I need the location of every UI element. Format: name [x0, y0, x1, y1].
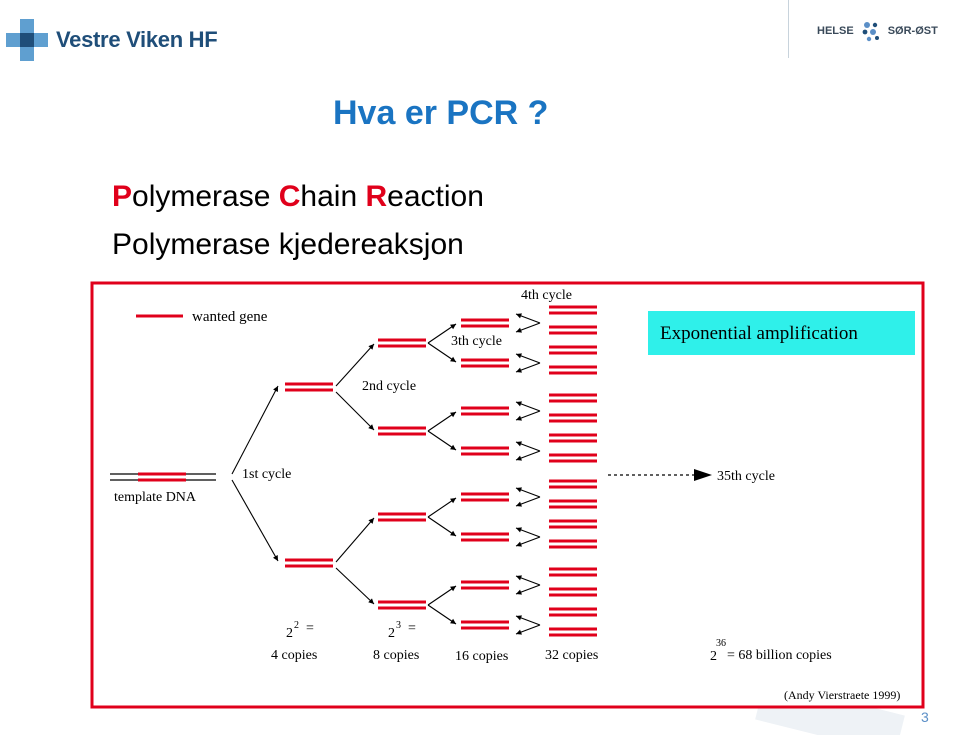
dots-logo-icon: [862, 22, 879, 42]
count-2-copies: 8 copies: [373, 648, 419, 663]
branch-arrow-icon: [516, 367, 522, 373]
subtitle-initial: P: [112, 180, 133, 213]
branch-line: [427, 323, 457, 344]
slide-title: Hva er PCR ?: [333, 94, 549, 132]
count-4-copies: 32 copies: [545, 648, 598, 663]
header-divider: [788, 0, 789, 58]
page-number: 3: [921, 709, 929, 725]
branch-line: [231, 385, 279, 475]
count-1-exp: 2: [294, 620, 299, 631]
branch-arrow-icon: [450, 530, 456, 536]
branch-line: [427, 516, 457, 537]
subtitle-english: Polymerase Chain Reaction: [112, 180, 484, 214]
branch-arrow-icon: [516, 441, 522, 447]
final-count-base: 2: [710, 649, 717, 664]
partner-right-text: SØR-ØST: [887, 25, 938, 37]
count-1-base: 2: [286, 626, 293, 641]
banner-text: Exponential amplification: [660, 323, 858, 344]
branch-arrow-icon: [450, 586, 456, 592]
subtitle-segment: hain: [300, 180, 366, 213]
branch-arrow-icon: [516, 629, 522, 635]
cross-logo-icon: [6, 19, 48, 61]
branch-line: [427, 604, 457, 625]
branch-arrow-icon: [450, 324, 456, 330]
branch-arrow-icon: [516, 487, 522, 493]
branch-arrow-icon: [516, 327, 522, 333]
branch-arrow-icon: [516, 501, 522, 507]
branch-arrow-icon: [368, 518, 374, 524]
legend-label: wanted gene: [192, 309, 268, 325]
branch-line: [427, 585, 457, 606]
branch-line: [427, 342, 457, 363]
subtitle-norwegian: Polymerase kjedereaksjon: [112, 228, 464, 261]
count-1-copies: 4 copies: [271, 648, 317, 663]
branch-line: [335, 567, 375, 605]
cycle-label-3: 3th cycle: [451, 334, 502, 349]
branch-arrow-icon: [516, 313, 522, 319]
branch-arrow-icon: [272, 555, 278, 561]
branch-arrow-icon: [368, 424, 374, 430]
arrow-head-icon: [694, 469, 712, 481]
subtitle-segment: olymerase: [132, 180, 279, 213]
gene-copies: [285, 305, 597, 637]
org-name: Vestre Viken HF: [56, 27, 218, 52]
cycle-label-4: 4th cycle: [521, 288, 572, 303]
branch-arrow-icon: [450, 498, 456, 504]
branch-arrow-icon: [516, 455, 522, 461]
cycle-label-1: 1st cycle: [242, 467, 291, 482]
branch-arrow-icon: [450, 356, 456, 362]
subtitle-initial: R: [365, 180, 388, 213]
final-count-exp: 36: [716, 638, 726, 649]
branch-line: [335, 517, 375, 563]
amplification-banner: [648, 311, 915, 355]
credit-text: (Andy Vierstraete 1999): [784, 688, 900, 702]
branch-line: [335, 391, 375, 431]
branch-arrow-icon: [516, 415, 522, 421]
final-cycle-label: 35th cycle: [717, 469, 775, 484]
final-count-text: = 68 billion copies: [727, 648, 832, 663]
branch-arrow-icon: [368, 598, 374, 604]
branch-lines: [231, 313, 541, 635]
cycle-label-2: 2nd cycle: [362, 379, 416, 394]
branch-line: [427, 497, 457, 518]
branch-arrow-icon: [273, 386, 278, 392]
branch-arrow-icon: [516, 353, 522, 359]
branch-arrow-icon: [516, 589, 522, 595]
partner-left-text: HELSE: [817, 25, 854, 37]
branch-line: [427, 430, 457, 451]
vestre-viken-logo: Vestre Viken HF: [6, 16, 218, 64]
count-2-eq: =: [408, 621, 416, 636]
branch-line: [427, 411, 457, 432]
template-label: template DNA: [114, 490, 197, 505]
branch-arrow-icon: [450, 444, 456, 450]
branch-arrow-icon: [516, 401, 522, 407]
branch-arrow-icon: [450, 618, 456, 624]
branch-arrow-icon: [516, 527, 522, 533]
branch-arrow-icon: [368, 344, 374, 350]
count-3-copies: 16 copies: [455, 649, 508, 664]
subtitle-initial: C: [278, 180, 301, 213]
branch-line: [335, 343, 375, 387]
count-1-eq: =: [306, 621, 314, 636]
helse-sor-ost-logo: HELSE SØR-ØST: [817, 20, 938, 42]
branch-arrow-icon: [450, 412, 456, 418]
branch-arrow-icon: [516, 575, 522, 581]
count-2-exp: 3: [396, 620, 401, 631]
branch-arrow-icon: [516, 615, 522, 621]
subtitle-segment: eaction: [387, 180, 484, 213]
count-2-base: 2: [388, 626, 395, 641]
branch-arrow-icon: [516, 541, 522, 547]
branch-line: [231, 479, 279, 562]
